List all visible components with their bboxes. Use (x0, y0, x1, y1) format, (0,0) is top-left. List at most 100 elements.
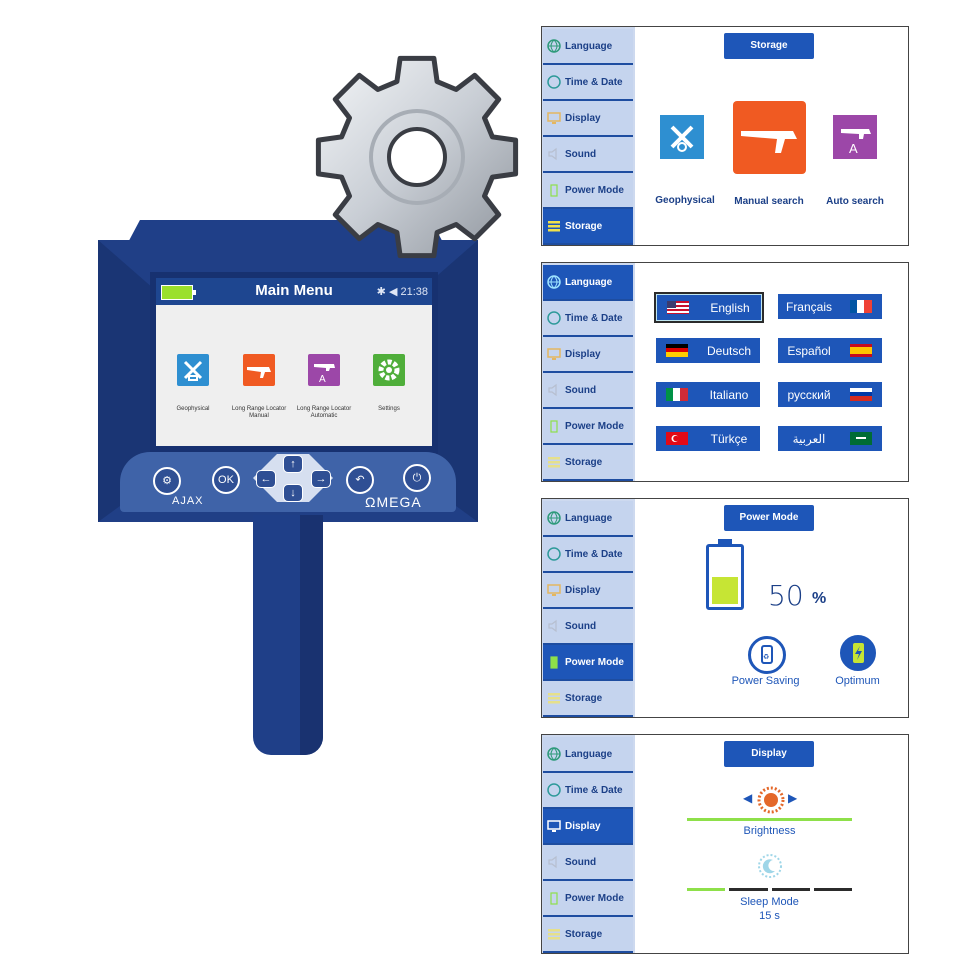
battery-level-icon (706, 539, 744, 610)
speaker-icon (548, 619, 557, 633)
optimum-button[interactable] (840, 635, 876, 671)
manual-search-option[interactable] (733, 101, 806, 174)
app-label: Settings (378, 406, 400, 412)
sidebar-item-label: Storage (565, 456, 603, 468)
sidebar-item-display[interactable]: Display (543, 573, 633, 609)
sidebar-item-display[interactable]: Display (543, 337, 633, 373)
speaker-icon (548, 147, 557, 161)
flag-sa-icon (850, 432, 872, 445)
language-option-turkish[interactable]: Türkçe (656, 426, 760, 451)
sidebar-item-label: Language (565, 512, 613, 524)
sidebar-item-display[interactable]: Display (543, 101, 633, 137)
power-content: Power Mode 50 % ♻ Power Saving Optimum (635, 499, 908, 717)
app-locator-automatic[interactable]: A (308, 354, 340, 386)
down-button[interactable]: ↓ (283, 484, 303, 502)
sidebar-item-storage[interactable]: Storage (543, 445, 633, 481)
app-locator-manual[interactable] (243, 354, 275, 386)
sidebar-item-power-mode[interactable]: Power Mode (543, 173, 633, 209)
language-option-russian[interactable]: русский (778, 382, 882, 407)
settings-button[interactable]: ⚙ (153, 467, 181, 495)
app-settings[interactable] (373, 354, 405, 386)
sidebar-item-language[interactable]: Language (543, 737, 633, 773)
language-option-english[interactable]: English (654, 292, 764, 323)
right-button[interactable]: → (311, 470, 331, 488)
left-button[interactable]: ← (256, 470, 276, 488)
flag-fr-icon (850, 300, 872, 313)
sleep-mode-slider[interactable] (687, 888, 852, 891)
sidebar-item-label: Language (565, 276, 613, 288)
monitor-icon (547, 112, 561, 124)
flag-es-icon (850, 344, 872, 357)
language-option-arabic[interactable]: العربية (778, 426, 882, 451)
svg-text:A: A (319, 374, 326, 385)
language-option-spanish[interactable]: Español (778, 338, 882, 363)
moon-icon (758, 854, 782, 878)
power-mode-label: Optimum (835, 675, 880, 687)
sidebar-item-language[interactable]: Language (543, 265, 633, 301)
sidebar-item-label: Power Mode (565, 892, 624, 904)
ok-button[interactable]: OK (212, 466, 240, 494)
language-option-german[interactable]: Deutsch (656, 338, 760, 363)
sidebar-item-sound[interactable]: Sound (543, 137, 633, 173)
sidebar-item-sound[interactable]: Sound (543, 373, 633, 409)
power-button[interactable]: ⏻ (403, 464, 431, 492)
language-label: Italiano (709, 387, 749, 402)
brightness-slider[interactable] (687, 818, 852, 821)
language-label: العربية (792, 431, 826, 446)
sidebar-item-label: Sound (565, 148, 597, 160)
sidebar-item-storage[interactable]: Storage (543, 209, 633, 245)
sleep-segment (813, 888, 852, 891)
sidebar-item-power-mode[interactable]: Power Mode (543, 881, 633, 917)
sidebar-item-label: Language (565, 748, 613, 760)
sidebar-item-sound[interactable]: Sound (543, 845, 633, 881)
sidebar-item-language[interactable]: Language (543, 501, 633, 537)
language-label: русский (787, 387, 831, 402)
locator-icon (741, 131, 797, 153)
app-label: Geophysical (176, 406, 210, 412)
flag-ru-icon (850, 388, 872, 401)
clock-icon (547, 783, 561, 797)
locator-auto-icon: A (314, 364, 335, 385)
language-option-french[interactable]: Français (778, 294, 882, 319)
sidebar-item-time-date[interactable]: Time & Date (543, 65, 633, 101)
language-option-italian[interactable]: Italiano (656, 382, 760, 407)
sidebar-item-power-mode[interactable]: Power Mode (543, 409, 633, 445)
battery-icon (161, 285, 196, 300)
sidebar-item-label: Power Mode (565, 656, 624, 668)
sidebar-item-language[interactable]: Language (543, 29, 633, 65)
speaker-icon (548, 855, 557, 869)
up-button[interactable]: ↑ (283, 455, 303, 473)
storage-icon (548, 929, 560, 940)
sidebar-item-label: Sound (565, 856, 597, 868)
display-content: Display ◀ ▶ Brightness Sleep Mode 15 s (635, 735, 908, 953)
globe-icon (547, 511, 561, 525)
sidebar-item-time-date[interactable]: Time & Date (543, 773, 633, 809)
sidebar-item-label: Sound (565, 620, 597, 632)
sidebar-item-sound[interactable]: Sound (543, 609, 633, 645)
battery-fill (712, 577, 738, 604)
power-saving-button[interactable]: ♻ (748, 636, 786, 674)
battery-percent: 50 (768, 579, 804, 612)
language-label: Español (787, 343, 831, 358)
back-button[interactable]: ↶ (346, 466, 374, 494)
brightness-decrease[interactable]: ◀ (743, 791, 753, 805)
brand-logo-left: AJAX (172, 495, 204, 507)
battery-icon (550, 656, 558, 669)
sidebar-item-storage[interactable]: Storage (543, 917, 633, 953)
geophysical-option[interactable] (660, 115, 704, 159)
auto-search-option[interactable]: A (833, 115, 877, 159)
sidebar-item-storage[interactable]: Storage (543, 681, 633, 717)
sidebar-item-time-date[interactable]: Time & Date (543, 537, 633, 573)
power-mode-label: Power Saving (731, 675, 800, 687)
sidebar-item-label: Power Mode (565, 420, 624, 432)
flag-tr-icon (666, 432, 688, 445)
sidebar-item-time-date[interactable]: Time & Date (543, 301, 633, 337)
brightness-increase[interactable]: ▶ (788, 791, 798, 805)
language-label: English (710, 300, 750, 315)
sidebar-item-power-mode[interactable]: Power Mode (543, 645, 633, 681)
percent-unit: % (812, 590, 827, 607)
sidebar-item-display[interactable]: Display (543, 809, 633, 845)
charging-battery-icon (853, 643, 864, 663)
app-geophysical[interactable] (177, 354, 209, 386)
